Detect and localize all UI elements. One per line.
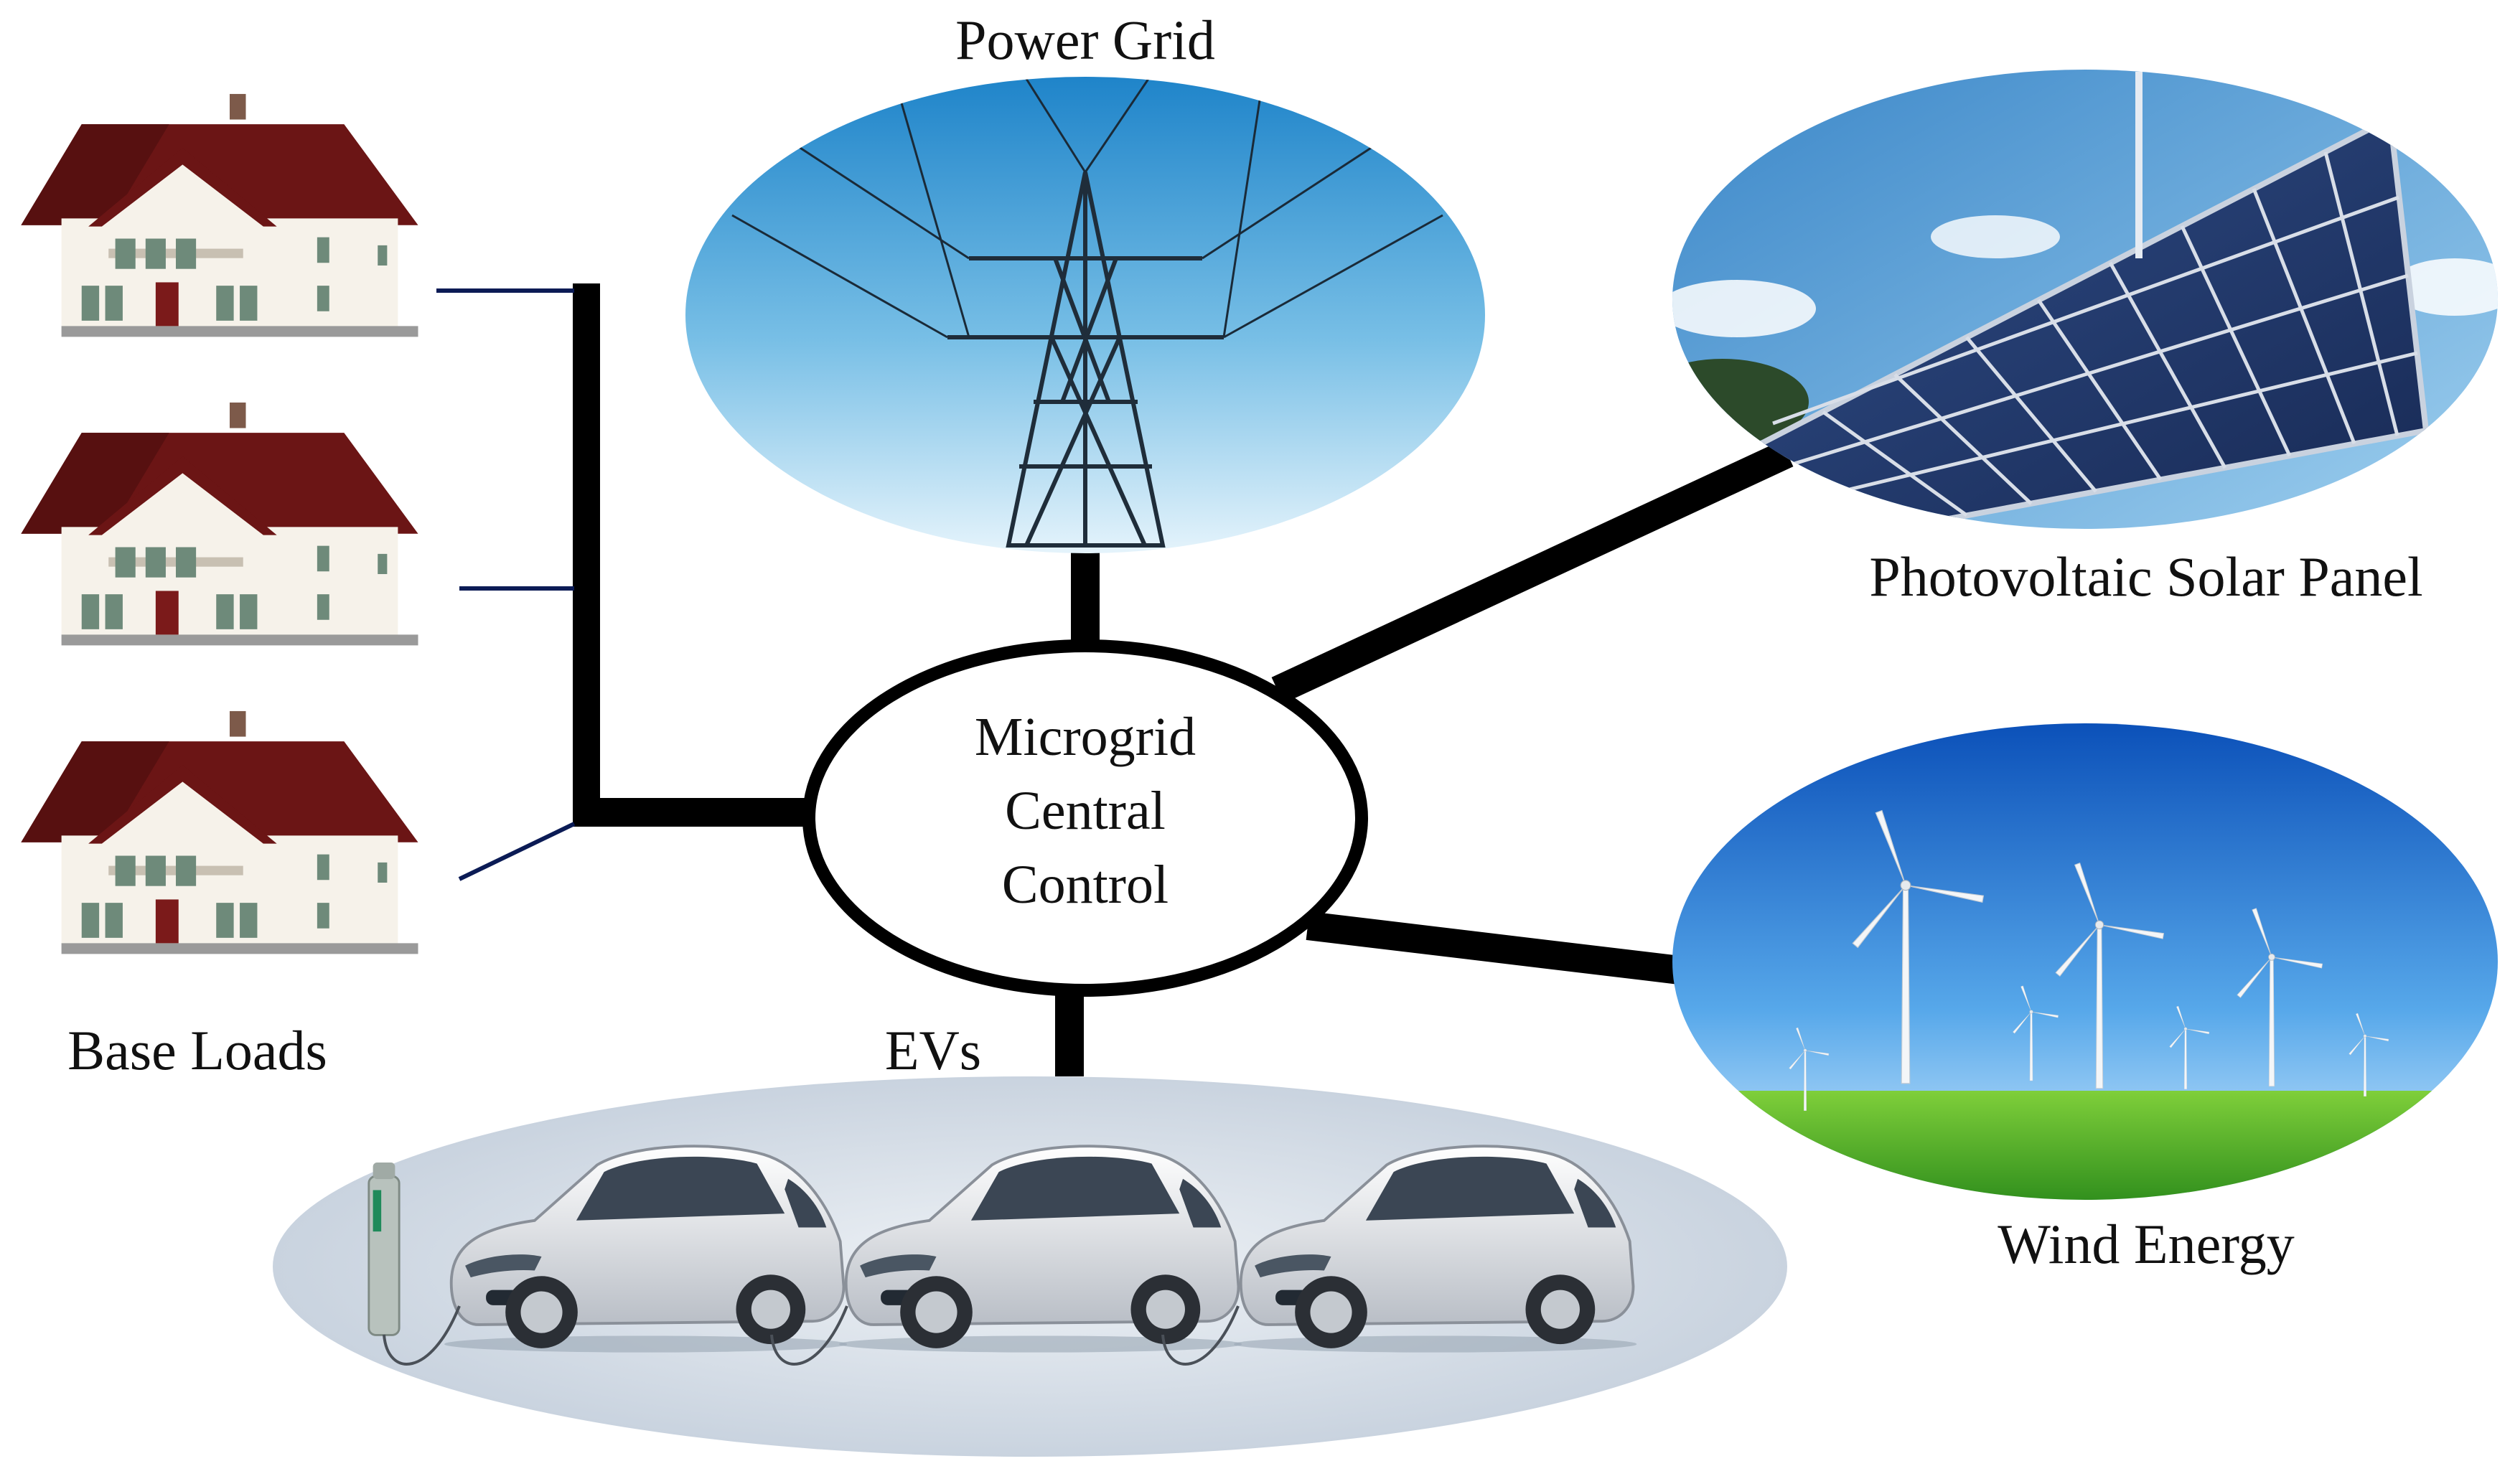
connector-lines [436, 283, 1794, 1076]
house-feeder-3 [458, 822, 576, 881]
wind-energy-node: Wind Energy [1672, 723, 2498, 1275]
power-grid-label: Power Grid [955, 9, 1215, 71]
wind-connector [1306, 911, 1682, 985]
solar-panel-node: Photovoltaic Solar Panel [1672, 70, 2498, 608]
solar-connector [1271, 440, 1794, 704]
base-loads-label: Base Loads [67, 1019, 327, 1081]
base-loads-node: Base Loads [21, 93, 418, 1081]
central-label-line2: Central [1005, 781, 1166, 841]
evs-label: EVs [885, 1019, 981, 1081]
electric-car-icon [443, 1145, 1639, 1354]
wind-label: Wind Energy [1998, 1213, 2295, 1275]
central-label-line1: Microgrid [975, 707, 1196, 767]
microgrid-central-control: Microgrid Central Control [802, 639, 1368, 997]
house-icon [21, 402, 418, 646]
power-grid-node: Power Grid [685, 9, 1485, 553]
house-icon [21, 710, 418, 954]
transmission-tower-icon [947, 172, 1224, 548]
solar-label: Photovoltaic Solar Panel [1869, 545, 2422, 608]
house-icon [21, 93, 418, 337]
evs-node: EVs [273, 1019, 1787, 1457]
central-label-line3: Control [1002, 855, 1169, 915]
